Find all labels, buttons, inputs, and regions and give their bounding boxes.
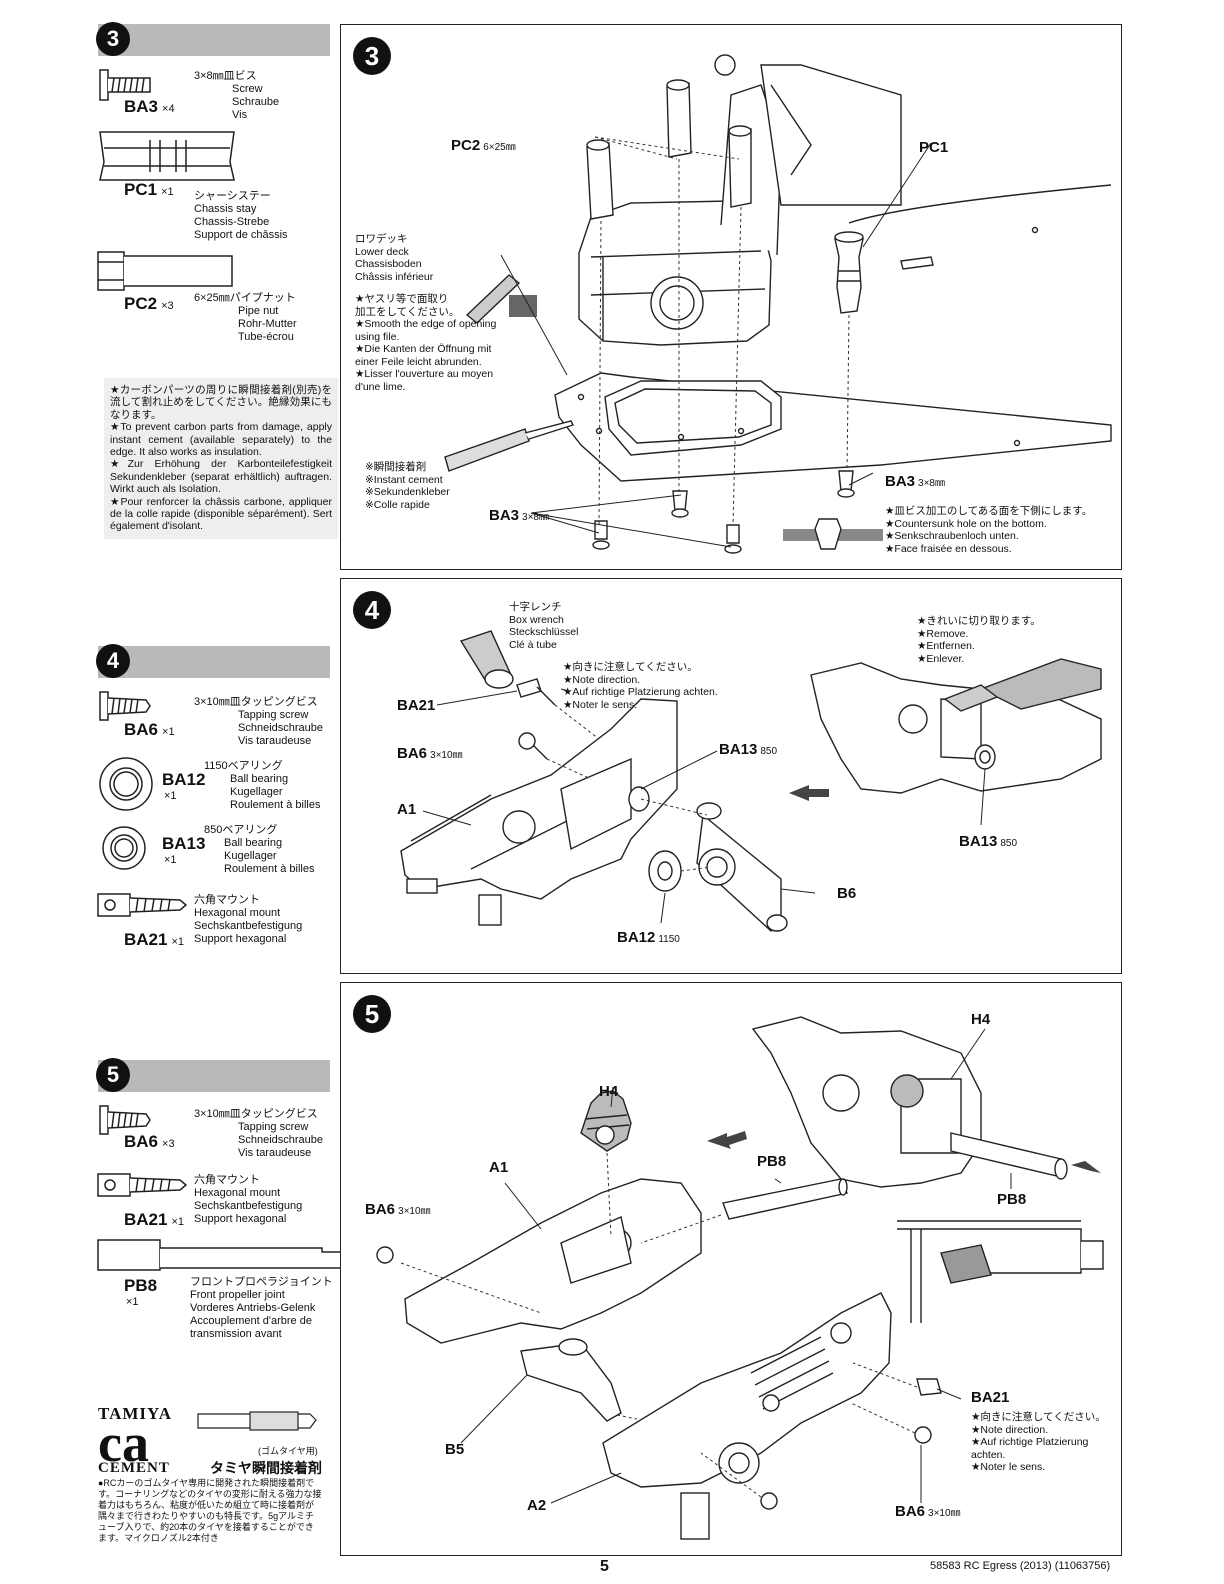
- label-ba21: BA21: [971, 1389, 1010, 1406]
- step3-number: 3: [96, 22, 130, 56]
- label-h4-top: H4: [971, 1011, 991, 1028]
- document-code: 58583 RC Egress (2013) (11063756): [930, 1560, 1111, 1572]
- note-direction-label: ★向きに注意してください。★Note direction.★Auf richti…: [563, 661, 718, 711]
- direction-arrow-icon: [707, 1131, 747, 1149]
- part-desc-ba13: 850ベアリング Ball bearing Kugellager Rouleme…: [204, 824, 315, 875]
- tube-label: (ゴムタイヤ用): [258, 1446, 318, 1456]
- step3-header-bar: 3: [96, 22, 330, 56]
- ba21-hex-mount-icon: [97, 893, 188, 917]
- step5-panel: 5: [340, 982, 1122, 1556]
- pc1-chassis-stay-icon: [99, 131, 235, 181]
- pc2-pipe-nut-icon: [97, 251, 233, 291]
- ba21-hex-mount-icon: [97, 1173, 188, 1197]
- countersunk-note: ★皿ビス加工のしてある面を下側にします。★Countersunk hole on…: [885, 505, 1093, 555]
- step4-assembly-drawing: [400, 630, 1102, 933]
- tamiya-ca-cement-ad: TAMIYA ca CEMENT (ゴムタイヤ用) タミヤ瞬間接着剤 ●RCカー…: [98, 1404, 324, 1554]
- ba12-ball-bearing-icon: [99, 757, 153, 811]
- part-desc-ba12: 1150ベアリング Ball bearing Kugellager Roulem…: [204, 760, 321, 811]
- note-direction-label: ★向きに注意してください。★Note direction.★Auf richti…: [971, 1411, 1106, 1473]
- part-code-ba21: BA21×1: [124, 930, 185, 949]
- label-b6: B6: [837, 885, 857, 902]
- step5-number: 5: [96, 1058, 130, 1092]
- step4-number: 4: [96, 644, 130, 678]
- panel3-number: 3: [353, 37, 391, 75]
- part-qty-pb8: ×1: [126, 1296, 139, 1308]
- direction-arrow-icon: [789, 785, 829, 801]
- part-desc-ba6: 3×10㎜皿タッピングビス Tapping screw Schneidschra…: [194, 1108, 324, 1159]
- part-code-ba6: BA6×3: [124, 1132, 175, 1151]
- part-code-pc1: PC1×1: [124, 180, 174, 199]
- cement-logo-text: CEMENT: [98, 1460, 170, 1476]
- part-code-pc2: PC2×3: [124, 294, 174, 313]
- step4-panel: 4: [340, 578, 1122, 974]
- label-pb8-right: PB8: [997, 1191, 1027, 1208]
- carbon-parts-note: ★カーボンパーツの周りに瞬間接着剤(別売)を流して割れ止めをしてください。絶縁効…: [104, 378, 338, 539]
- label-pc1: PC1: [919, 139, 949, 156]
- pb8-propeller-joint-icon: [97, 1239, 351, 1271]
- part-qty-ba13: ×1: [164, 854, 177, 866]
- ca-logo-text: ca: [98, 1413, 149, 1473]
- step3-assembly-drawing: [444, 54, 1112, 554]
- instant-cement-note: ※瞬間接着剤※Instant cement※Sekundenkleber※Col…: [365, 461, 450, 511]
- ba6-tapping-screw-icon: [99, 1105, 151, 1135]
- ca-japanese-name: タミヤ瞬間接着剤: [210, 1460, 322, 1476]
- step4-header-bar: 4: [96, 644, 330, 678]
- part-code-ba12: BA12: [162, 770, 206, 789]
- step5-assembly-drawing: [376, 1016, 1104, 1540]
- part-code-pb8: PB8: [124, 1276, 158, 1295]
- part-code-ba13: BA13: [162, 834, 206, 853]
- panel5-number: 5: [353, 995, 391, 1033]
- file-edge-note: ★ヤスリ等で面取り加工をしてください。★Smooth the edge of o…: [355, 293, 497, 393]
- page-number: 5: [600, 1558, 609, 1575]
- ba13-ball-bearing-icon: [102, 826, 146, 870]
- label-a1: A1: [489, 1159, 509, 1176]
- step5-header-bar: 5: [96, 1058, 330, 1092]
- remove-note-label: ★きれいに切り取ります。★Remove.★Entfernen.★Enlever.: [917, 615, 1041, 665]
- part-desc-pb8: フロントプロペラジョイント Front propeller joint Vord…: [190, 1276, 333, 1340]
- ba6-tapping-screw-icon: [99, 691, 151, 721]
- ca-tube-icon: [197, 1411, 317, 1431]
- ca-description: ●RCカーのゴムタイヤ専用に開発された瞬間接着剤です。コーナリングなどのタイヤの…: [98, 1478, 322, 1543]
- part-desc-pc2: 6×25㎜パイプナット Pipe nut Rohr-Mutter Tube-éc…: [194, 292, 297, 343]
- part-desc-ba3: 3×8㎜皿ビス Screw Schraube Vis: [194, 70, 280, 121]
- label-h4: H4: [599, 1083, 619, 1100]
- part-code-ba6: BA6×1: [124, 720, 175, 739]
- part-code-ba21: BA21×1: [124, 1210, 185, 1229]
- part-desc-ba21: 六角マウント Hexagonal mount Sechskantbefestig…: [194, 1174, 303, 1225]
- part-desc-ba6: 3×10㎜皿タッピングビス Tapping screw Schneidschra…: [194, 696, 324, 747]
- ba3-screw-icon: [99, 69, 151, 101]
- part-qty-ba12: ×1: [164, 790, 177, 802]
- tamiya-logo-text: TAMIYA: [98, 1404, 173, 1423]
- label-a1: A1: [397, 801, 417, 818]
- label-b5: B5: [445, 1441, 465, 1458]
- panel4-number: 4: [353, 591, 391, 629]
- part-desc-ba21: 六角マウント Hexagonal mount Sechskantbefestig…: [194, 894, 303, 945]
- label-pb8: PB8: [757, 1153, 787, 1170]
- part-code-ba3: BA3×4: [124, 97, 175, 116]
- label-ba21: BA21: [397, 697, 436, 714]
- part-desc-pc1: シャーシステー Chassis stay Chassis-Strebe Supp…: [194, 190, 288, 241]
- label-a2: A2: [527, 1497, 547, 1514]
- step3-panel: 3: [340, 24, 1122, 570]
- push-arrow-icon: [1071, 1161, 1101, 1173]
